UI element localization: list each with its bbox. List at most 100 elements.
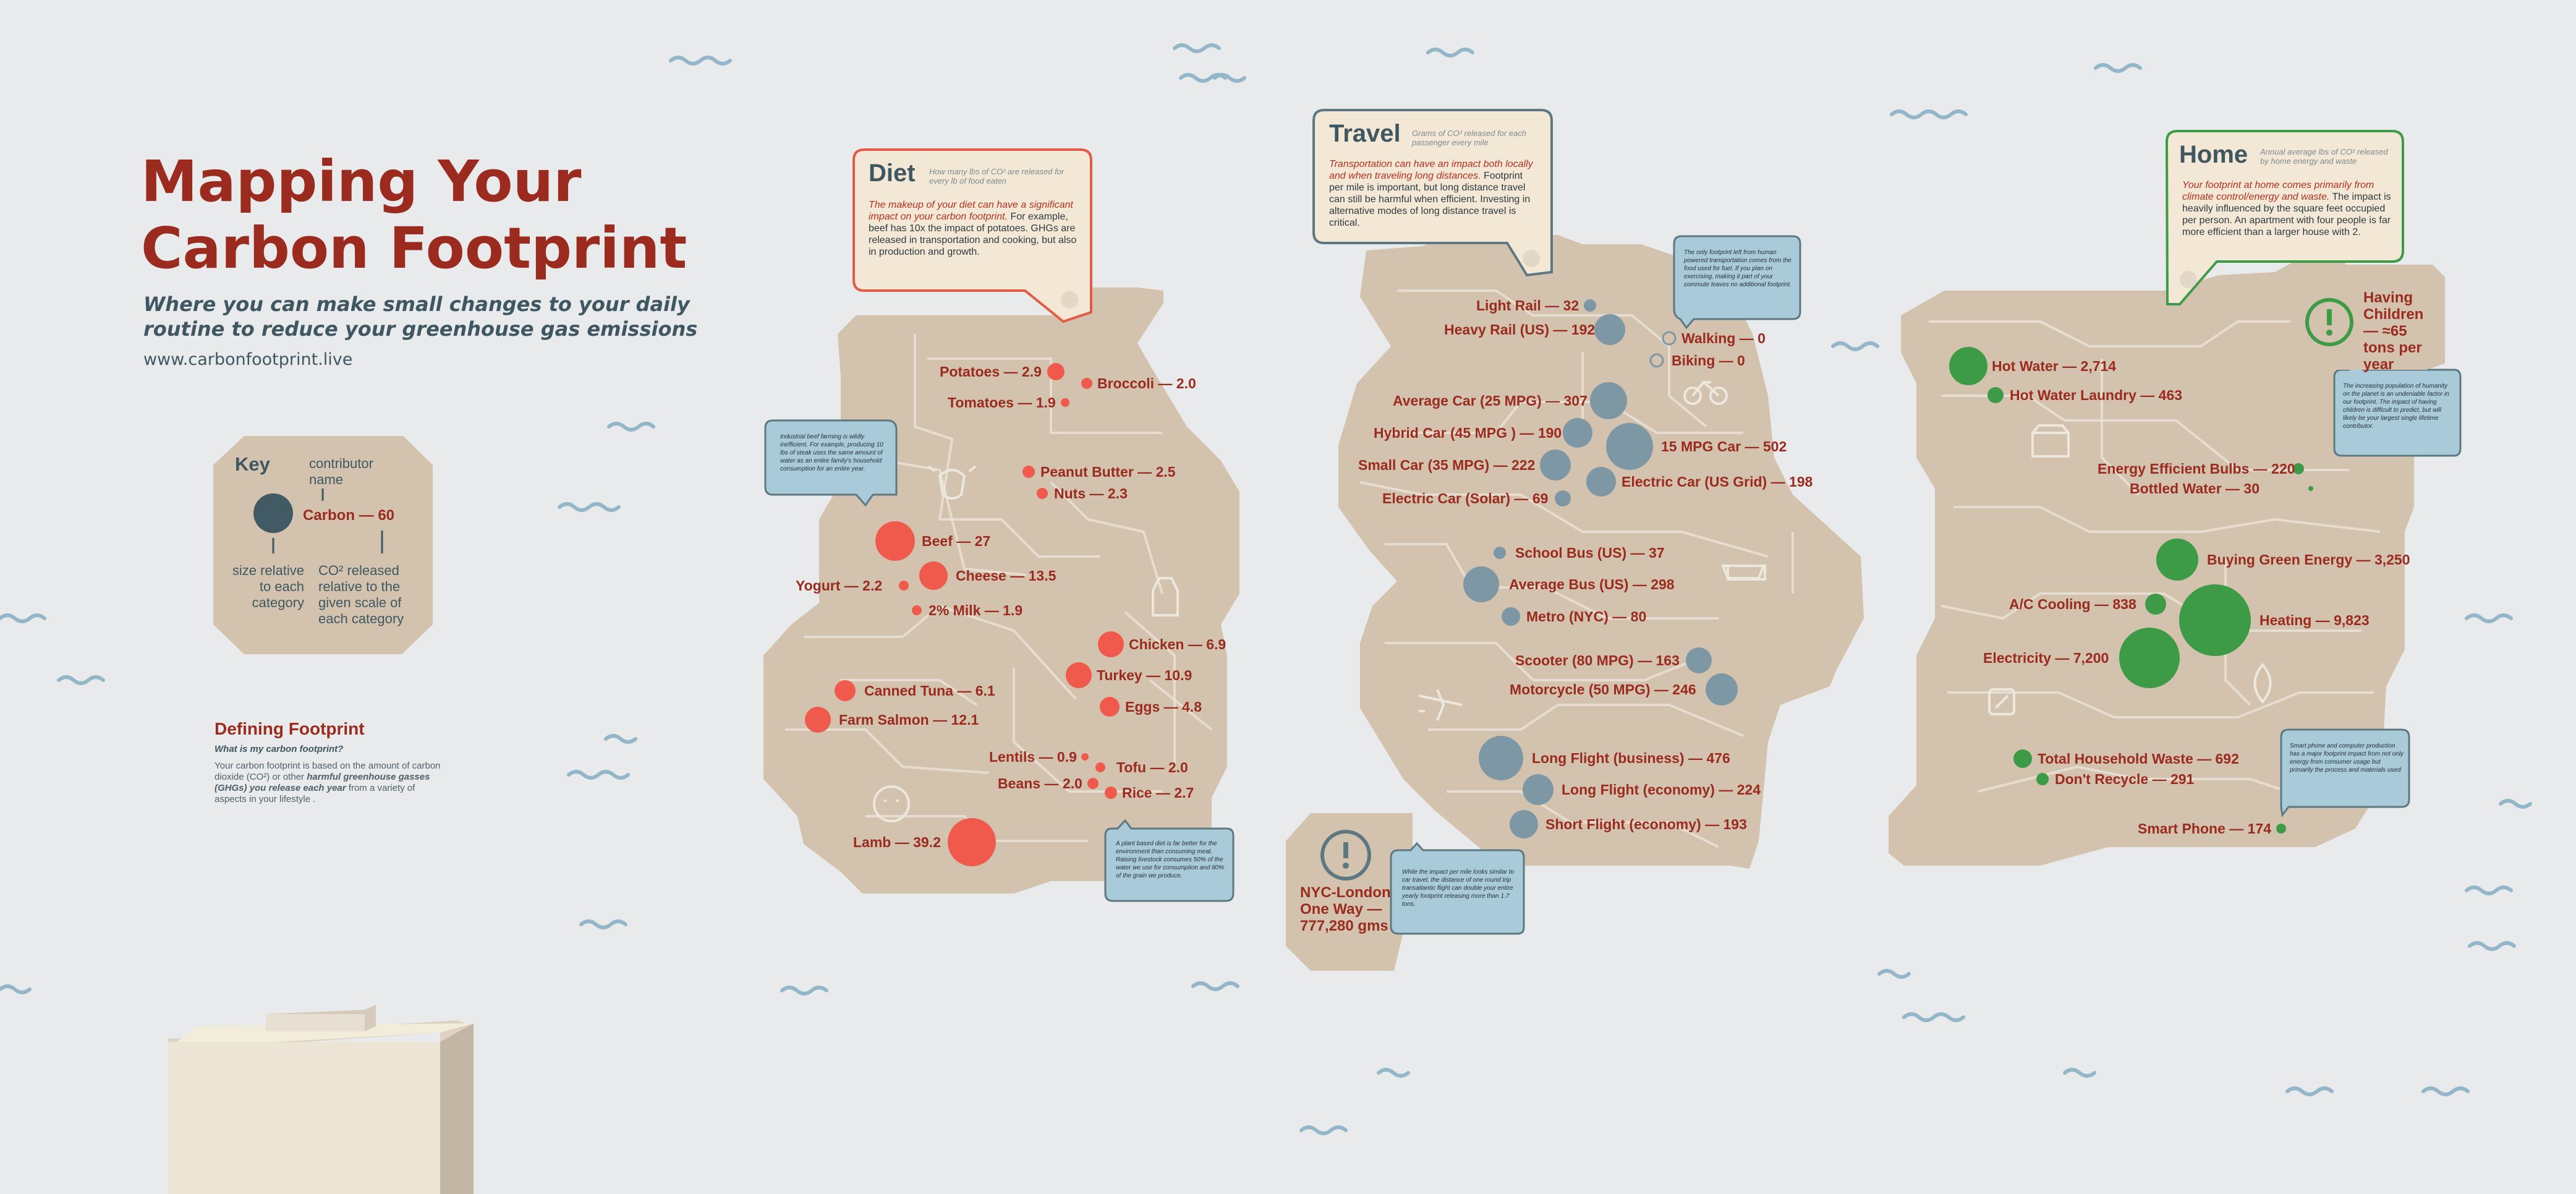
home-intro: Your footprint at home comes primarily f… [2182,179,2392,238]
label-chicken: Chicken — 6.9 [1129,636,1226,652]
key-co2-note: CO² released relative to the given scale… [318,563,404,626]
dot-electric-car-solar [1555,490,1571,506]
diet-intro: The makeup of your diet can have a signi… [869,199,1082,258]
home-dots [1949,347,2313,834]
label-metro: Metro (NYC) — 80 [1526,608,1647,625]
dot-lentils [1081,753,1089,761]
label-beans: Beans — 2.0 [998,775,1082,791]
definition-body-pre: Your carbon footprint is based on the am… [215,761,441,782]
label-dont-recycle: Don't Recycle — 291 [2055,771,2195,787]
label-peanut-butter: Peanut Butter — 2.5 [1040,464,1176,480]
dot-milk [912,605,922,615]
label-hot-water-laundry: Hot Water Laundry — 463 [2010,387,2183,403]
label-rice: Rice — 2.7 [1122,785,1194,801]
label-nuts: Nuts — 2.3 [1054,485,1128,501]
dot-green-energy [2156,539,2198,581]
definition-body: Your carbon footprint is based on the am… [215,761,443,805]
label-motorcycle: Motorcycle (50 MPG) — 246 [1510,681,1696,697]
travel-header-sub: Grams of CO² released for each passenger… [1412,129,1526,147]
note-phone: Smart phone and computer production has … [2290,743,2404,774]
label-average-bus: Average Bus (US) — 298 [1509,576,1675,592]
diet-dots [805,363,1124,866]
travel-callout-box [1312,109,1553,277]
dot-heavy-rail [1594,314,1625,345]
label-lamb: Lamb — 39.2 [853,834,941,850]
dot-household-waste [2013,749,2032,768]
dot-smart-phone [2276,824,2286,834]
home-alert: Having Children — ≈65 tons per year [2363,289,2424,373]
travel-intro: Transportation can have an impact both l… [1329,158,1539,229]
dot-electric-car-grid [1586,467,1616,497]
dot-tomatoes [1061,398,1069,407]
diet-intro-highlight: The makeup of your diet can have a signi… [869,200,1073,222]
note-walk-box [1673,235,1801,330]
dot-walking [1662,331,1677,346]
note-children-box [2333,360,2462,457]
note-walking: The only footprint left from human power… [1684,249,1792,288]
dot-biking [1649,353,1664,368]
label-green-energy: Buying Green Energy — 3,250 [2207,552,2410,568]
travel-alert-islet [1286,813,1413,971]
dot-short-flight [1510,810,1538,838]
dot-hybrid-car [1563,418,1592,448]
note-children: The increasing population of humanity on… [2343,383,2449,430]
definition-body-post: from a variety of aspects in your lifest… [215,783,415,804]
key-card [213,436,433,654]
dot-electricity [2119,628,2180,688]
dot-scooter [1686,647,1712,673]
dot-hot-water-laundry [1987,387,2004,403]
travel-dots [1463,299,1738,838]
label-long-flight-economy: Long Flight (economy) — 224 [1562,782,1761,798]
note-phone-box [2280,728,2410,817]
label-eggs: Eggs — 4.8 [1125,699,1202,715]
dot-chicken [1098,631,1124,657]
bicycle-icon [1683,380,1728,405]
label-scooter: Scooter (80 MPG) — 163 [1515,652,1680,668]
label-long-flight-business: Long Flight (business) — 476 [1532,750,1730,766]
airplane-icon [1418,689,1463,721]
dot-potatoes [1047,363,1065,380]
dot-small-car [1540,450,1571,480]
home-island [1889,258,2414,866]
page-title: Mapping Your Carbon Footprint [141,148,687,282]
key-title: Key [235,453,270,475]
dot-school-bus [1494,547,1506,559]
dot-hot-water [1949,347,1987,385]
dot-15mpg-car [1606,423,1653,470]
label-electric-car-solar: Electric Car (Solar) — 69 [1382,490,1549,506]
dot-broccoli [1081,378,1092,389]
label-electric-car-grid: Electric Car (US Grid) — 198 [1622,474,1813,490]
label-tofu: Tofu — 2.0 [1116,759,1188,775]
dot-average-car [1590,382,1627,419]
dot-beef [875,521,915,561]
water-waves [0,43,2532,1135]
label-15mpg-car: 15 MPG Car — 502 [1661,438,1787,454]
page-title-line-1: Mapping Your [141,148,582,215]
dot-long-flight-economy [1523,774,1554,805]
dot-rice [1105,787,1117,799]
label-farm-salmon: Farm Salmon — 12.1 [839,712,979,728]
dot-light-rail [1584,299,1596,312]
dot-bottled-water [2308,486,2313,491]
label-small-car: Small Car (35 MPG) — 222 [1358,457,1536,473]
diet-callout-box [852,148,1092,323]
label-household-waste: Total Household Waste — 692 [2038,751,2239,767]
page-subtitle: Where you can make small changes to your… [143,292,698,341]
diet-intro-text: For example, beef has 10x the impact of … [869,211,1077,257]
laundry-icon [2031,424,2070,458]
label-school-bus: School Bus (US) — 37 [1515,545,1665,561]
home-intro-highlight: Your footprint at home comes primarily f… [2182,180,2374,202]
label-yogurt: Yogurt — 2.2 [796,578,883,594]
map-icons [873,380,2272,822]
travel-intro-highlight: Transportation can have an impact both l… [1329,159,1533,181]
exclamation-icon [1320,830,1371,881]
note-flight: While the impact per mile looks similar … [1402,869,1515,908]
dot-nuts [1037,488,1048,499]
label-broccoli: Broccoli — 2.0 [1097,375,1196,391]
travel-intro-text: Footprint per mile is important, but lon… [1329,171,1531,228]
dot-turkey [1066,662,1092,688]
label-efficient-bulbs: Energy Efficient Bulbs — 220 [2098,461,2295,477]
dot-metro [1502,607,1520,626]
label-average-car: Average Car (25 MPG) — 307 [1393,393,1588,409]
label-turkey: Turkey — 10.9 [1097,667,1192,683]
